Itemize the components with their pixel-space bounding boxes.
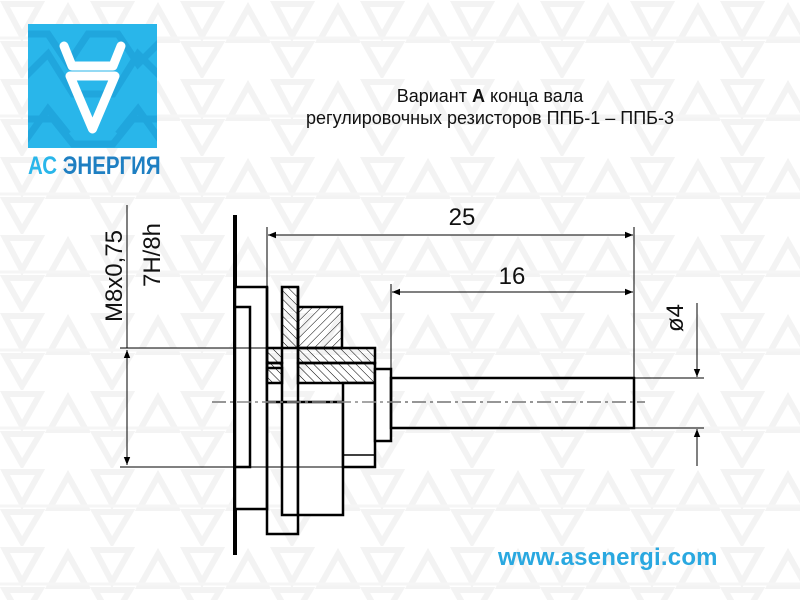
shaft bbox=[389, 376, 636, 430]
nut-body-section bbox=[296, 305, 344, 350]
shaft-collar bbox=[373, 367, 393, 443]
brand-logo bbox=[28, 24, 157, 148]
title-line-2: регулировочных резисторов ППБ-1 – ППБ-3 bbox=[306, 108, 674, 128]
dim-25-label: 25 bbox=[449, 204, 476, 231]
drawing-title: Вариант А конца вала регулировочных рези… bbox=[240, 85, 740, 129]
bushing-section-lower bbox=[296, 361, 377, 385]
brand-name-part1: АС bbox=[28, 152, 58, 180]
bushing-section-left-lower bbox=[265, 361, 284, 385]
brand-name: АС ЭНЕРГИЯ bbox=[28, 152, 161, 180]
nut-section bbox=[280, 285, 300, 350]
resistor-body bbox=[296, 400, 345, 517]
website-link[interactable]: www.asenergi.com bbox=[498, 544, 718, 571]
dim-16-label: 16 bbox=[499, 263, 526, 290]
bushing-section bbox=[296, 346, 377, 365]
dia-label: ø4 bbox=[662, 304, 689, 332]
bushing-section-left bbox=[265, 346, 284, 365]
title-line-1: Вариант А конца вала bbox=[396, 86, 584, 106]
bracket-inner bbox=[280, 400, 300, 517]
brand-name-part2: ЭНЕРГИЯ bbox=[62, 152, 161, 180]
as-energy-logo-icon bbox=[28, 30, 157, 148]
thread-fit-label: 7H/8h bbox=[139, 223, 166, 287]
washer-inner bbox=[233, 305, 252, 469]
thread-label: M8x0,75 bbox=[101, 230, 128, 322]
